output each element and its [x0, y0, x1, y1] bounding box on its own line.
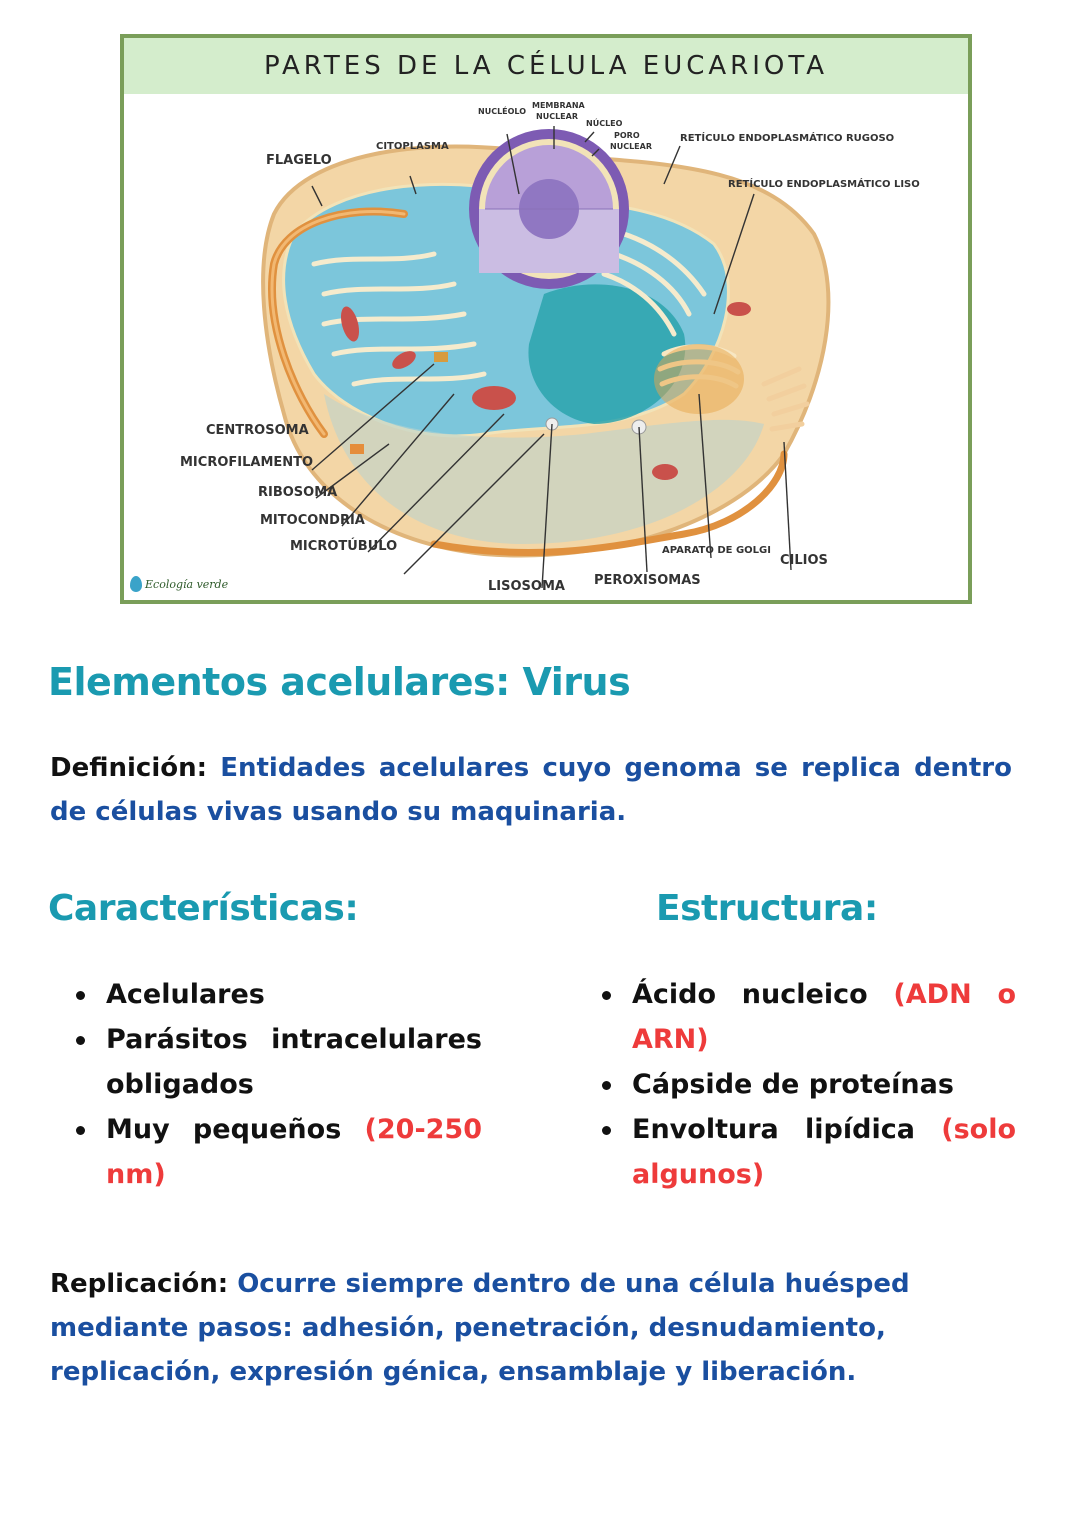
- item-text: Cápside de proteínas: [632, 1069, 954, 1100]
- label-membrana-nuclear-line1: MEMBRANA: [532, 101, 585, 110]
- characteristics-list: Acelulares Parásitos intracelulares obli…: [50, 972, 482, 1197]
- section-title: Elementos acelulares: Virus: [48, 660, 631, 704]
- label-peroxisomas: PEROXISOMAS: [594, 573, 701, 588]
- list-item: Ácido nucleico (ADN o ARN): [576, 972, 1016, 1062]
- item-text: Envoltura lipídica: [632, 1114, 915, 1145]
- label-mitocondria: MITOCONDRIA: [260, 513, 365, 528]
- label-lisosoma: LISOSOMA: [488, 579, 565, 594]
- item-text: Acelulares: [106, 979, 265, 1010]
- label-ribosoma: RIBOSOMA: [258, 485, 338, 500]
- ecologia-verde-logo: Ecología verde: [130, 576, 228, 592]
- eukaryotic-cell-illustration: [261, 126, 831, 589]
- definition-label: Definición:: [50, 753, 208, 783]
- structure-list: Ácido nucleico (ADN o ARN) Cápside de pr…: [576, 972, 1016, 1197]
- structure-heading: Estructura:: [656, 888, 878, 929]
- definition-text: Entidades acelulares cuyo genoma se repl…: [50, 753, 1012, 827]
- replication-text: Ocurre siempre dentro de una célula hués…: [50, 1269, 910, 1387]
- label-flagelo: FLAGELO: [266, 153, 332, 168]
- label-poro-nuclear-line2: NUCLEAR: [610, 142, 652, 151]
- replication-label: Replicación:: [50, 1269, 229, 1299]
- cell-diagram-figure: PARTES DE LA CÉLULA EUCARIOTA: [120, 34, 972, 604]
- label-aparato-golgi: APARATO DE GOLGI: [662, 545, 771, 556]
- item-text: Parásitos intracelulares obligados: [106, 1024, 482, 1100]
- item-note: (solo algunos): [632, 1114, 1016, 1190]
- label-cilios: CILIOS: [780, 553, 828, 568]
- label-nucleolo: NUCLÉOLO: [478, 107, 527, 116]
- label-membrana-nuclear-line2: NUCLEAR: [536, 112, 578, 121]
- label-centrosoma: CENTROSOMA: [206, 423, 309, 438]
- logo-text: Ecología verde: [145, 577, 229, 591]
- label-citoplasma: CITOPLASMA: [376, 141, 449, 152]
- list-item: Muy pequeños (20-250 nm): [50, 1107, 482, 1197]
- label-poro-nuclear-line1: PORO: [614, 131, 640, 140]
- item-note: (20-250 nm): [106, 1114, 483, 1190]
- item-text: Ácido nucleico: [632, 979, 868, 1010]
- characteristics-heading: Características:: [48, 888, 359, 929]
- label-microfilamento: MICROFILAMENTO: [180, 455, 314, 470]
- label-nucleo: NÚCLEO: [586, 119, 623, 128]
- figure-header: PARTES DE LA CÉLULA EUCARIOTA: [124, 38, 968, 94]
- item-text: Muy pequeños: [106, 1114, 342, 1145]
- replication-paragraph: Replicación: Ocurre siempre dentro de un…: [50, 1262, 1012, 1394]
- label-microtubulo: MICROTÚBULO: [290, 539, 398, 554]
- item-note: (ADN o ARN): [632, 979, 1016, 1055]
- label-reticulo-liso: RETÍCULO ENDOPLASMÁTICO LISO: [728, 179, 920, 190]
- list-item: Acelulares: [50, 972, 482, 1017]
- label-reticulo-rugoso: RETÍCULO ENDOPLASMÁTICO RUGOSO: [680, 133, 895, 144]
- list-item: Envoltura lipídica (solo algunos): [576, 1107, 1016, 1197]
- water-drop-icon: [130, 576, 142, 592]
- figure-title: PARTES DE LA CÉLULA EUCARIOTA: [263, 51, 829, 81]
- definition-paragraph: Definición: Entidades acelulares cuyo ge…: [50, 746, 1012, 834]
- list-item: Cápside de proteínas: [576, 1062, 1016, 1107]
- list-item: Parásitos intracelulares obligados: [50, 1017, 482, 1107]
